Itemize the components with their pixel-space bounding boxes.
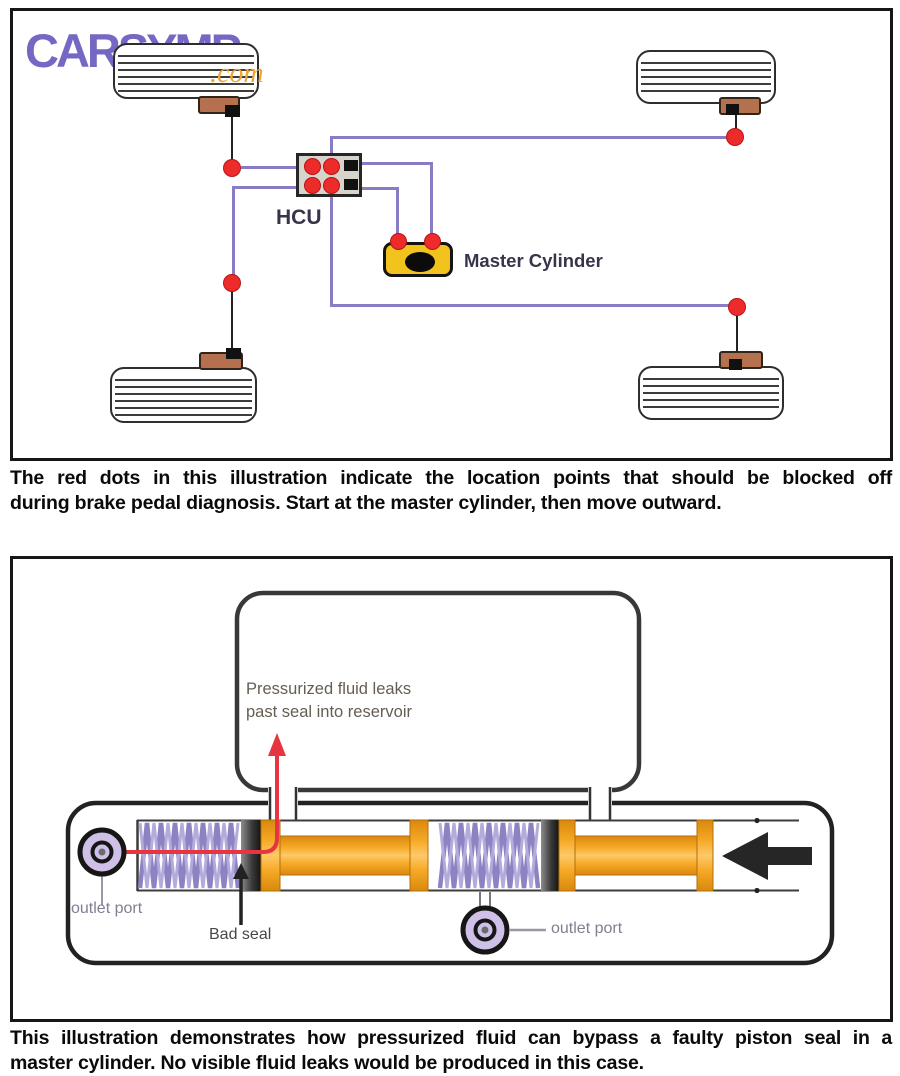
leak-arrowhead [268,733,286,756]
input-force-arrow [722,832,812,880]
brake-layout-illustration-panel: CARSYMP .com HCU Master Cylinder [10,8,893,461]
brake-line [330,197,333,307]
brake-line [241,166,298,169]
outlet-port-left-label: outlet port [71,900,143,917]
master-cylinder-cutaway-panel: Pressurized fluid leaks past seal into r… [10,556,893,1022]
master-cylinder-box [383,242,453,277]
master-cylinder-label: Master Cylinder [464,250,603,271]
block-point-dot-hcu [323,158,340,175]
brake-line [330,136,735,139]
secondary-seal [541,820,559,891]
outlet-port-bottom-label: outlet port [551,920,623,937]
bottom-caption-line1: This illustration demonstrates how press… [10,1027,892,1049]
hcu-label: HCU [276,206,322,229]
hcu-port [344,179,358,190]
brake-line-stub [231,112,233,160]
block-point-dot [726,128,744,146]
compensating-port-gap [588,781,612,823]
outlet-port-bottom-dot [481,926,489,934]
reservoir-outline [234,590,642,793]
bore-tick [754,817,760,824]
leak-note-line1: Pressurized fluid leaks [246,680,412,698]
return-spring-primary-highlight [138,822,240,889]
block-point-dot-hcu [323,177,340,194]
outlet-port-left-dot [98,848,106,856]
block-point-dot [223,274,241,292]
block-point-dot [223,159,241,177]
brake-line [330,136,333,154]
block-point-dot-master-cylinder [390,233,407,250]
hcu-port [344,160,358,171]
brake-line-fitting [226,348,241,359]
brake-line [362,187,399,190]
master-cylinder-reservoir-cap [405,252,435,272]
wheel-rear-right-illustration [638,366,784,420]
wheel-front-right-illustration [636,50,776,104]
return-spring-secondary [437,822,541,889]
secondary-piston [558,819,714,892]
bottom-caption: This illustration demonstrates how press… [10,1026,892,1076]
return-spring-primary [137,822,241,889]
bad-seal [241,820,261,891]
tire-tread-pattern [118,50,254,92]
tire-tread-pattern [115,374,252,416]
brake-line [396,187,399,240]
bottom-caption-line2: master cylinder. No visible fluid leaks … [10,1052,644,1074]
brake-line-stub [735,111,737,129]
top-caption: The red dots in this illustration indica… [10,466,892,516]
brake-line-fitting [726,104,739,115]
brake-line [362,162,433,165]
bad-seal-pointer-head [233,863,249,879]
brake-line-fitting [225,105,240,117]
document-page: { "logo": { "brand": "CARSYMP", "tld": "… [10,8,893,1074]
brake-line-stub [736,315,738,353]
brake-line [430,162,433,240]
block-point-dot-master-cylinder [424,233,441,250]
brake-line [330,304,738,307]
block-point-dot-hcu [304,158,321,175]
top-caption-line2: during brake pedal diagnosis. Start at t… [10,492,722,514]
block-point-dot [728,298,746,316]
leak-path-arrow [125,753,279,854]
primary-piston [260,819,429,892]
block-point-dot-hcu [304,177,321,194]
tire-tread-pattern [643,373,779,413]
wheel-rear-left-illustration [110,367,257,423]
carsymp-logo-tld: .com [210,58,264,89]
leak-note: Pressurized fluid leaks past seal into r… [246,678,412,724]
leak-note-line2: past seal into reservoir [246,703,412,721]
brake-line-fitting [729,359,742,370]
master-cylinder-cutaway-drawing [65,590,835,966]
tire-tread-pattern [641,57,771,97]
return-spring-secondary-highlight [438,822,540,889]
top-caption-line1: The red dots in this illustration indica… [10,467,892,489]
bad-seal-label: Bad seal [209,926,272,943]
brake-line [233,186,297,189]
brake-line [232,186,235,281]
wheel-front-left-illustration [113,43,259,99]
compensating-port-gap [268,781,298,823]
bore-tick [754,887,760,894]
brake-line-stub [231,291,233,353]
